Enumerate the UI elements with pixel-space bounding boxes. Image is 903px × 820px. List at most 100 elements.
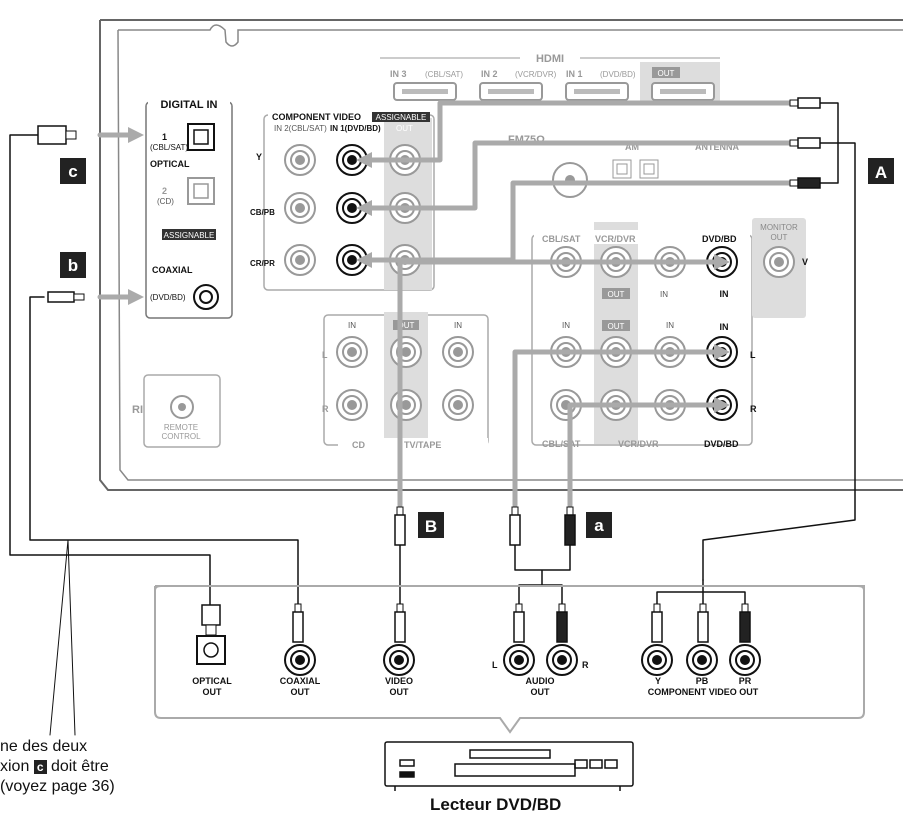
analog-l-label: L [322, 350, 328, 360]
audio-col-in-label: IN [562, 321, 570, 330]
video-audio-jack-9[interactable] [763, 246, 795, 278]
plug-player-y [651, 603, 663, 643]
hdmi-port-out[interactable] [651, 82, 715, 101]
player-audio-l-label: L [492, 660, 498, 670]
hdmi-section: HDMI IN 3 (CBL/SAT) IN 2 (VCR/DVR) IN 1 … [380, 53, 720, 104]
footnote-badge: c [33, 760, 47, 774]
player-optical-out-label: OUT [203, 687, 223, 697]
digital-assignable-label: ASSIGNABLE [164, 231, 215, 240]
player-coaxial-out-label: OUT [291, 687, 311, 697]
footnote-line2a: xion [0, 758, 30, 775]
coaxial-in-jack[interactable] [193, 284, 219, 310]
plug-audio-a-left [509, 506, 521, 546]
remote-control-section: RI REMOTE CONTROL [132, 374, 221, 448]
player-y-jack[interactable] [641, 644, 673, 676]
svg-text:b: b [68, 256, 78, 275]
footnote-line2: xion c doit être [0, 757, 200, 777]
audio-vcr-label: VCR/DVR [618, 439, 659, 449]
component-in1-jack-0[interactable] [336, 144, 368, 176]
audio-r-label-right: R [750, 404, 757, 414]
hdmi-in3-sub: (CBL/SAT) [425, 70, 463, 79]
monitor-label: MONITOR [760, 223, 798, 232]
analog-audio-jack-1[interactable] [336, 389, 368, 421]
plug-player-video [394, 603, 406, 643]
player-pr-jack[interactable] [729, 644, 761, 676]
component-in1-jack-2[interactable] [336, 244, 368, 276]
plug-audio-a-right [564, 506, 576, 546]
player-name: Lecteur DVD/BD [430, 795, 562, 814]
digital-in-2-num: 2 [162, 186, 167, 196]
analog-in-right-label: IN [454, 321, 462, 330]
plug-player-pb [697, 603, 709, 643]
optical-in-1-jack[interactable] [187, 123, 215, 151]
badge-a: a [586, 512, 612, 538]
player-coaxial-out-jack[interactable] [284, 644, 316, 676]
analog-audio-jack-2[interactable] [390, 336, 422, 368]
audio-col-in2-label: IN [666, 321, 674, 330]
audio-dvd-in-label: IN [720, 322, 729, 332]
video-vcr-out-label: OUT [608, 290, 625, 299]
player-audio-r-jack[interactable] [546, 644, 578, 676]
digital-in-section: DIGITAL IN 1 (CBL/SAT) OPTICAL 2 (CD) AS… [145, 96, 233, 319]
component-jack-1[interactable] [284, 192, 316, 224]
badge-c: c [60, 158, 86, 184]
component-jack-2[interactable] [284, 244, 316, 276]
hdmi-title: HDMI [536, 53, 564, 65]
component-cr-label: CR/PR [250, 259, 275, 268]
analog-out-label: OUT [398, 321, 415, 330]
analog-audio-jack-0[interactable] [336, 336, 368, 368]
player-pr-label: PR [739, 676, 752, 686]
component-assignable-label: ASSIGNABLE [376, 113, 427, 122]
player-audio-out-label: OUT [531, 687, 551, 697]
player-coaxial-label: COAXIAL [280, 676, 321, 686]
plug-player-audio-r [556, 603, 568, 643]
plug-video-B [394, 506, 406, 546]
svg-text:c: c [68, 162, 77, 181]
plug-player-pr [739, 603, 751, 643]
footnote-line3: (voyez page 36) [0, 778, 115, 795]
player-optical-label: OPTICAL [192, 676, 232, 686]
player-audio-label: AUDIO [526, 676, 555, 686]
monitor-v-label: V [802, 257, 808, 267]
analog-audio-jack-4[interactable] [442, 336, 474, 368]
analog-audio-jack-3[interactable] [390, 389, 422, 421]
player-audio-r-label: R [582, 660, 589, 670]
svg-text:A: A [875, 163, 887, 182]
hdmi-in1-sub: (DVD/BD) [600, 70, 636, 79]
plug-component-A-0 [789, 97, 821, 109]
hdmi-port-in1[interactable] [565, 82, 629, 101]
cd-label: CD [352, 440, 365, 450]
plug-player-coaxial [292, 603, 304, 643]
dvd-player-icon [384, 741, 634, 791]
badge-A: A [868, 158, 894, 184]
receiver-rear-panel [99, 4, 903, 491]
optical-label: OPTICAL [150, 159, 190, 169]
coaxial-sub: (DVD/BD) [150, 293, 186, 302]
footnote-line2b: doit être [50, 758, 109, 775]
antenna-am-label: AM [625, 142, 639, 152]
plug-coaxial-b [47, 291, 85, 303]
video-vcr-label: VCR/DVR [595, 234, 636, 244]
analog-audio-jack-5[interactable] [442, 389, 474, 421]
tvtape-label: TV/TAPE [404, 440, 441, 450]
player-video-out-jack[interactable] [383, 644, 415, 676]
audio-dvd-label: DVD/BD [704, 439, 739, 449]
component-jack-0[interactable] [284, 144, 316, 176]
plug-component-A-1 [789, 137, 821, 149]
player-panel: OPTICAL OUT COAXIAL OUT VIDEO OUT AUDIO … [154, 585, 865, 734]
component-video-title: COMPONENT VIDEO [272, 112, 361, 122]
player-audio-l-jack[interactable] [503, 644, 535, 676]
optical-in-2-jack[interactable] [187, 177, 215, 205]
video-dvd-in-label: IN [720, 289, 729, 299]
player-component-label: COMPONENT VIDEO OUT [648, 687, 759, 697]
player-pb-jack[interactable] [686, 644, 718, 676]
hdmi-port-in2[interactable] [479, 82, 543, 101]
video-dvd-label: DVD/BD [702, 234, 737, 244]
badge-B: B [418, 512, 444, 538]
hdmi-port-in3[interactable] [393, 82, 457, 101]
footnote-line1: ne des deux [0, 738, 88, 755]
video-cbl-label: CBL/SAT [542, 234, 581, 244]
component-in1-jack-1[interactable] [336, 192, 368, 224]
plug-player-audio-l [513, 603, 525, 643]
player-optical-out-jack[interactable] [196, 635, 226, 665]
